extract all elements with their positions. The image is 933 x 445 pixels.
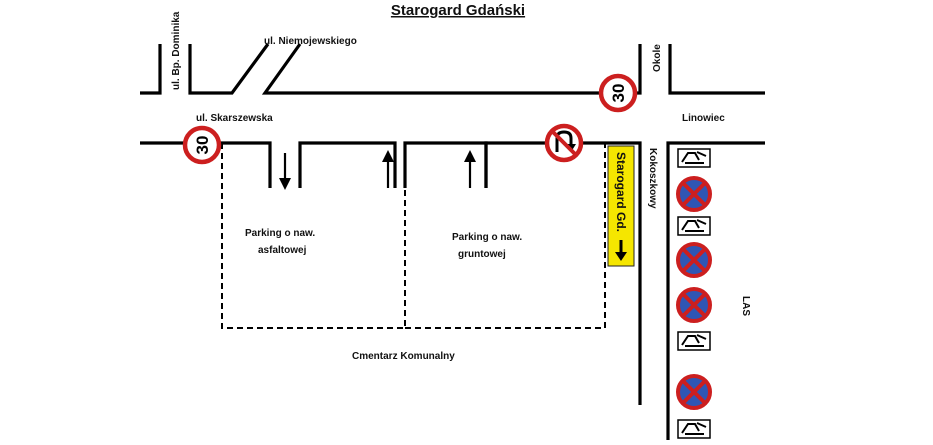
prohibition-slash-icon	[550, 129, 578, 157]
parking-ground-label-1: Parking o naw.	[452, 232, 522, 243]
driveway-arrows	[279, 150, 476, 190]
parking-asphalt-label-1: Parking o naw.	[245, 228, 315, 239]
no-stopping-cross-b	[681, 247, 707, 273]
no-stopping-sign-icon	[676, 176, 712, 212]
no-stopping-sign-icon	[676, 242, 712, 278]
parking-ground-label-2: gruntowej	[458, 249, 506, 260]
arrow-up-icon	[382, 150, 394, 162]
arrow-down-icon	[279, 178, 291, 190]
map-title: Starogard Gdański	[391, 2, 525, 19]
parking-sign-icon	[677, 148, 711, 168]
no-stopping-cross-b	[681, 379, 707, 405]
cemetery-label: Cmentarz Komunalny	[352, 351, 455, 362]
speed-limit-value-1: 30	[609, 84, 628, 103]
parking-sign-plate	[677, 216, 711, 236]
parking-sign-plate	[677, 148, 711, 168]
arrow-down-icon	[615, 252, 627, 261]
arrow-up-icon	[464, 150, 476, 162]
road-edge-upper-left	[140, 44, 162, 95]
parking-ground-outline	[405, 143, 606, 329]
parking-sign-icon	[677, 216, 711, 236]
street-labels: ul. Bp. Dominika ul. Niemojewskiego ul. …	[171, 11, 725, 209]
speed-limit-sign-icon	[598, 73, 638, 113]
street-label-kokoszkowy: Kokoszkowy	[647, 148, 658, 209]
parked-car-icon	[681, 151, 707, 164]
road-edge-lower-mid1	[298, 141, 397, 188]
no-stopping-cross-b	[681, 181, 707, 207]
street-label-linowiec: Linowiec	[682, 113, 725, 124]
roads	[140, 43, 765, 440]
road-edge-upper-mid	[188, 43, 270, 95]
no-u-turn-sign	[544, 123, 584, 163]
no-stopping-sign-icon	[676, 287, 712, 323]
road-edge-lower-mid2	[403, 141, 488, 188]
street-label-niemojewskiego: ul. Niemojewskiego	[264, 36, 357, 47]
parked-car-icon	[681, 219, 707, 232]
area-labels: Parking o naw. asfaltowej Parking o naw.…	[245, 228, 751, 362]
parking-sign-icon	[677, 331, 711, 351]
kokoszkowy-signs	[676, 148, 712, 439]
parking-asphalt-outline	[221, 143, 406, 329]
street-label-bp-dominika: ul. Bp. Dominika	[171, 11, 182, 90]
speed-limit-value-2: 30	[193, 136, 212, 155]
parking-sign-plate	[677, 419, 711, 439]
road-edge-upper-right	[668, 44, 765, 95]
parking-outlines	[221, 143, 606, 329]
direction-sign-text: Starogard Gd.	[614, 152, 628, 232]
parked-car-icon	[681, 422, 707, 435]
parking-sign-plate	[677, 331, 711, 351]
parked-car-icon	[681, 334, 707, 347]
speed-limit-sign-icon	[182, 125, 222, 165]
speed-limit-sign-1: 30	[598, 73, 638, 113]
speed-limit-sign-2: 30	[182, 125, 222, 165]
road-edge-kokoszkowy-right	[666, 141, 765, 440]
no-stopping-sign-icon	[676, 374, 712, 410]
parking-asphalt-label-2: asfaltowej	[258, 245, 307, 256]
no-stopping-cross-b	[681, 292, 707, 318]
direction-sign: Starogard Gd.	[607, 145, 635, 267]
street-label-okole: Okole	[652, 44, 663, 72]
road-edge-upper-main	[261, 43, 642, 95]
street-label-skarszewska: ul. Skarszewska	[196, 113, 273, 124]
parking-sign-icon	[677, 419, 711, 439]
forest-label: LAS	[740, 296, 751, 316]
